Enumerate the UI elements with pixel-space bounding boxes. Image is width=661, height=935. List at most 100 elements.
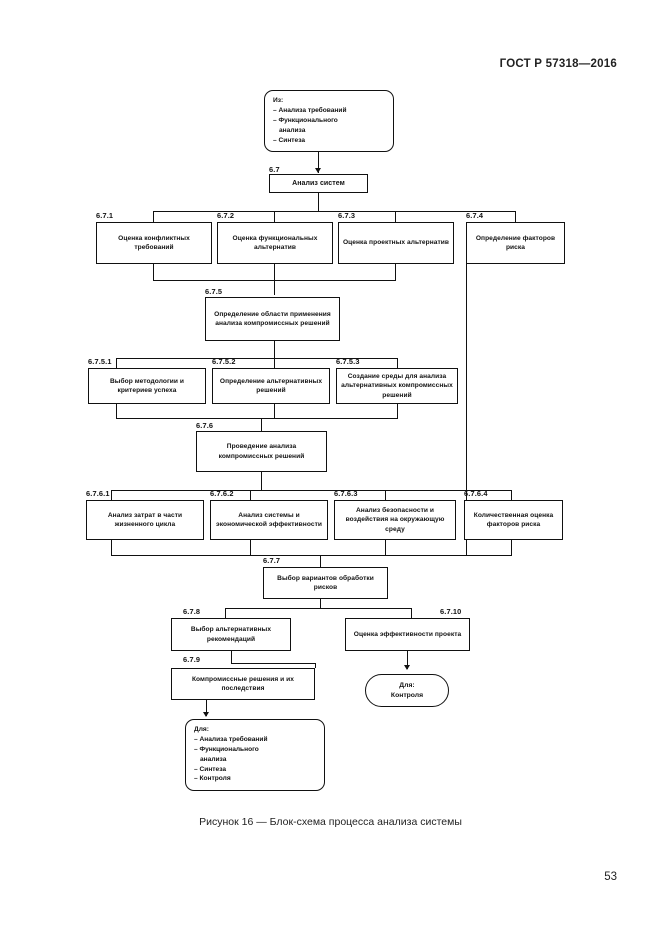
riser-6-7-6-1 [111,540,112,555]
riser-6-7-5-1 [116,404,117,418]
node-6-7[interactable]: Анализ систем [269,174,368,193]
bus-row1 [153,211,515,212]
drop-6-7-2 [274,211,275,222]
bus-6-7-4-right [466,264,467,555]
node-6-7-7[interactable]: Выбор вариантов обработки рисков [263,567,388,599]
node-6-7-6[interactable]: Проведение анализа компромиссных решений [196,431,327,472]
tag-6-7-5: 6.7.5 [205,287,223,296]
node-6-7-1[interactable]: Оценка конфликтных требований [96,222,212,264]
drop-6-7-5-2 [274,358,275,369]
page-number: 53 [604,871,617,883]
tag-6-7-10: 6.7.10 [440,607,462,616]
drop-6-7-1 [153,211,154,222]
node-6-7-5[interactable]: Определение области применения анализа к… [205,297,340,341]
tag-6-7: 6.7 [269,165,280,174]
riser-6-7-2 [274,264,275,280]
input-terminator-item-1: – Функционального [273,116,338,124]
drop-6-7-6-1 [111,490,112,501]
node-6-7-10[interactable]: Оценка эффективности проекта [345,618,470,651]
node-6-7-3[interactable]: Оценка проектных альтернатив [338,222,454,264]
node-6-7-6-2[interactable]: Анализ системы и экономической эффективн… [210,500,328,540]
node-6-7-8[interactable]: Выбор альтернативных рекомендаций [171,618,291,651]
drop-6-7-8 [225,608,226,618]
output-terminator: Для: – Анализа требований – Функциональн… [185,719,325,791]
bus-row4 [225,608,411,609]
output-terminator-item-1: – Функционального [194,745,259,753]
connector-6-7-8-down [231,651,232,663]
node-6-7-6-3[interactable]: Анализ безопасности и воздействия на окр… [334,500,456,540]
connector-6-7-10-down [407,651,408,669]
bus-merge-row3 [111,555,512,556]
input-terminator-item-2: анализа [279,126,306,134]
drop-6-7-3 [395,211,396,222]
drop-6-7-5-1 [116,358,117,369]
drop-6-7-5-3 [397,358,398,369]
node-6-7-5-2[interactable]: Определение альтернативных решений [212,368,330,404]
tag-6-7-6-2: 6.7.6.2 [210,489,234,498]
input-terminator-item-0: – Анализа требований [273,106,347,114]
bus-6-7-9 [231,663,315,664]
flowchart-diagram: Из: – Анализа требований – Функционально… [86,90,565,791]
connector-to-6-7-7 [320,555,321,567]
riser-6-7-6-4 [511,540,512,555]
tag-6-7-2: 6.7.2 [217,211,235,220]
drop-6-7-6-3 [385,490,386,501]
tag-6-7-5-3: 6.7.5.3 [336,357,360,366]
tag-6-7-6-1: 6.7.6.1 [86,489,110,498]
tag-6-7-7: 6.7.7 [263,556,281,565]
figure-caption: Рисунок 16 — Блок-схема процесса анализа… [199,816,462,828]
connector-to-6-7-6 [261,418,262,431]
riser-6-7-6-3 [385,540,386,555]
connector-6-7-9-down [206,700,207,716]
riser-6-7-5-2 [274,404,275,418]
connector-to-6-7-5 [274,280,275,295]
output-terminator-title: Для: [194,726,209,733]
control-terminator-line1: Для: [399,681,415,689]
tag-6-7-6: 6.7.6 [196,421,214,430]
input-terminator-title: Из: [273,97,284,104]
tag-6-7-1: 6.7.1 [96,211,114,220]
input-terminator: Из: – Анализа требований – Функционально… [264,90,394,152]
drop-6-7-6-2 [250,490,251,501]
connector-6-7-7-down [320,599,321,608]
control-terminator: Для: Контроля [365,674,449,707]
tag-6-7-5-2: 6.7.5.2 [212,357,236,366]
arrow-to-control-terminator [403,665,410,670]
riser-6-7-5-3 [397,404,398,418]
node-6-7-4[interactable]: Определение факторов риска [466,222,565,264]
connector-6-7-down [318,193,319,211]
tag-6-7-8: 6.7.8 [183,607,201,616]
node-6-7-5-3[interactable]: Создание среды для анализа альтернативны… [336,368,458,404]
tag-6-7-5-1: 6.7.5.1 [88,357,112,366]
riser-6-7-6-2 [250,540,251,555]
control-terminator-line2: Контроля [390,691,424,699]
drop-6-7-9 [315,663,316,668]
bus-merge-row2 [116,418,398,419]
output-terminator-item-3: – Синтеза [194,765,227,773]
document-header: ГОСТ Р 57318—2016 [499,58,617,70]
connector-6-7-5-down [274,341,275,358]
tag-6-7-4: 6.7.4 [466,211,484,220]
node-6-7-6-1[interactable]: Анализ затрат в части жизненного цикла [86,500,204,540]
drop-6-7-10 [411,608,412,618]
tag-6-7-9: 6.7.9 [183,655,201,664]
tag-6-7-6-4: 6.7.6.4 [464,489,488,498]
arrow-to-output-terminator [202,712,209,717]
tag-6-7-6-3: 6.7.6.3 [334,489,358,498]
riser-6-7-3 [395,264,396,280]
connector-input-to-6-7 [318,152,319,173]
tag-6-7-3: 6.7.3 [338,211,356,220]
input-terminator-item-3: – Синтеза [273,136,306,144]
output-terminator-item-4: – Контроля [194,775,231,783]
node-6-7-6-4[interactable]: Количественная оценка факторов риска [464,500,563,540]
arrow-input-to-6-7 [314,168,321,173]
output-terminator-item-2: анализа [200,755,227,763]
node-6-7-2[interactable]: Оценка функциональных альтернатив [217,222,333,264]
node-6-7-9[interactable]: Компромиссные решения и их последствия [171,668,315,700]
node-6-7-5-1[interactable]: Выбор методологии и критериев успеха [88,368,206,404]
drop-6-7-4 [515,211,516,222]
bus-row3 [111,490,511,491]
riser-6-7-1 [153,264,154,280]
drop-6-7-6-4 [511,490,512,501]
